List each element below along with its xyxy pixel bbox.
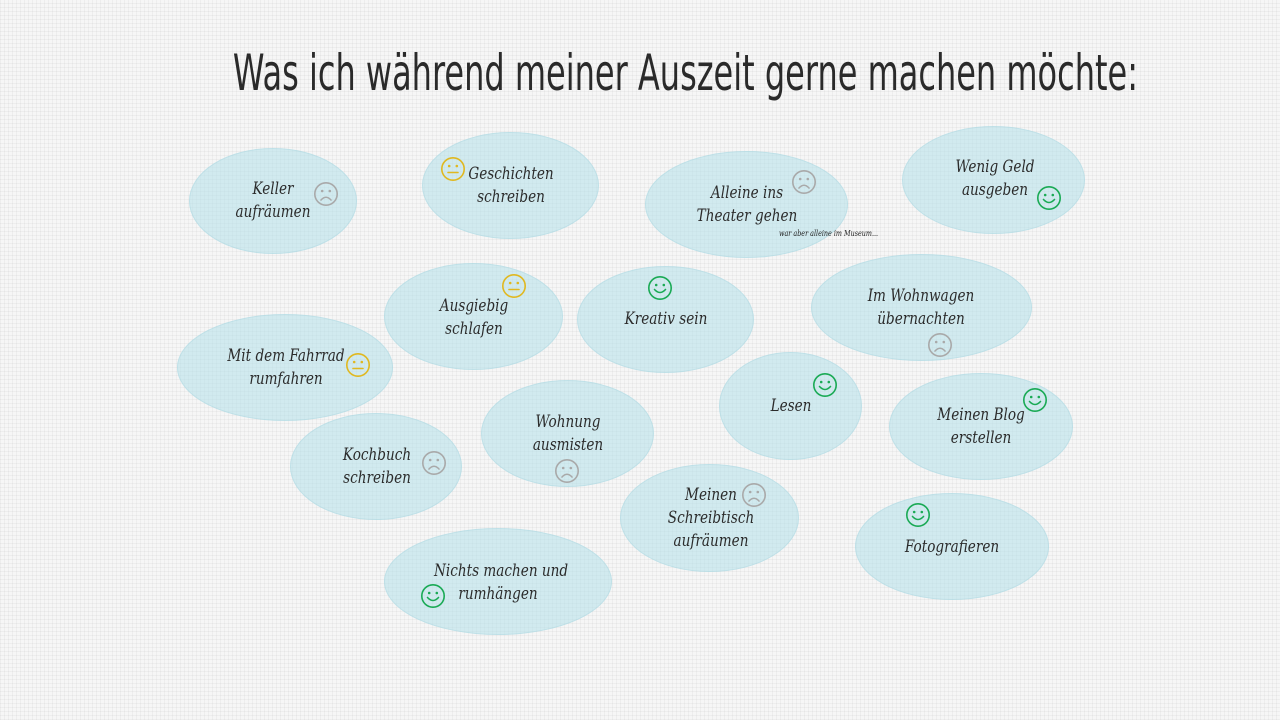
activity-note-museum: war aber alleine im Museum... [779,229,879,238]
activity-label-theater: Alleine ins Theater gehen [696,183,798,226]
activity-label-kreativ: Kreativ sein [624,309,708,329]
neutral-face-icon [440,156,466,182]
activity-bubble-fahrrad [177,314,393,421]
activity-label-kochbuch: Kochbuch schreiben [342,445,412,488]
activity-bubble-theater [645,151,848,258]
activity-bubble-nichts [384,528,612,635]
activity-bubble-geld [902,126,1085,234]
activity-label-lesen: Lesen [770,396,812,416]
activity-label-keller: Keller aufräumen [235,179,311,222]
sad-face-icon [791,169,817,195]
activity-label-geschichten: Geschichten schreiben [468,164,554,207]
happy-face-icon [420,583,446,609]
activity-label-wohnung: Wohnung ausmisten [532,412,604,455]
sad-face-icon [313,181,339,207]
slide-title: Was ich während meiner Auszeit gerne mac… [232,44,1139,102]
sad-face-icon [741,482,767,508]
activity-bubble-keller [189,148,357,254]
activity-bubble-fotografieren [855,493,1049,600]
activity-label-fahrrad: Mit dem Fahrrad rumfahren [227,346,345,389]
happy-face-icon [1036,185,1062,211]
activity-bubble-wohnung [481,380,654,487]
happy-face-icon [812,372,838,398]
happy-face-icon [647,275,673,301]
activity-label-schlafen: Ausgiebig schlafen [439,296,509,339]
neutral-face-icon [501,273,527,299]
activity-label-nichts: Nichts machen und rumhängen [434,561,569,604]
neutral-face-icon [345,352,371,378]
sad-face-icon [927,332,953,358]
activity-bubble-kreativ [577,266,754,373]
happy-face-icon [905,502,931,528]
activity-bubble-schlafen [384,263,563,370]
activity-label-geld: Wenig Geld ausgeben [955,157,1035,200]
activity-label-schreibtisch: Meinen Schreibtisch aufräumen [667,485,755,551]
activity-bubble-lesen [719,352,862,460]
happy-face-icon [1022,387,1048,413]
activity-bubble-schreibtisch [620,464,799,572]
activity-bubble-geschichten [422,132,599,239]
sad-face-icon [554,458,580,484]
sad-face-icon [421,450,447,476]
activity-label-fotografieren: Fotografieren [904,537,1000,557]
activity-label-wohnwagen: Im Wohnwagen übernachten [867,286,975,329]
activity-bubble-wohnwagen [811,254,1032,361]
activity-label-blog: Meinen Blog erstellen [937,405,1025,448]
